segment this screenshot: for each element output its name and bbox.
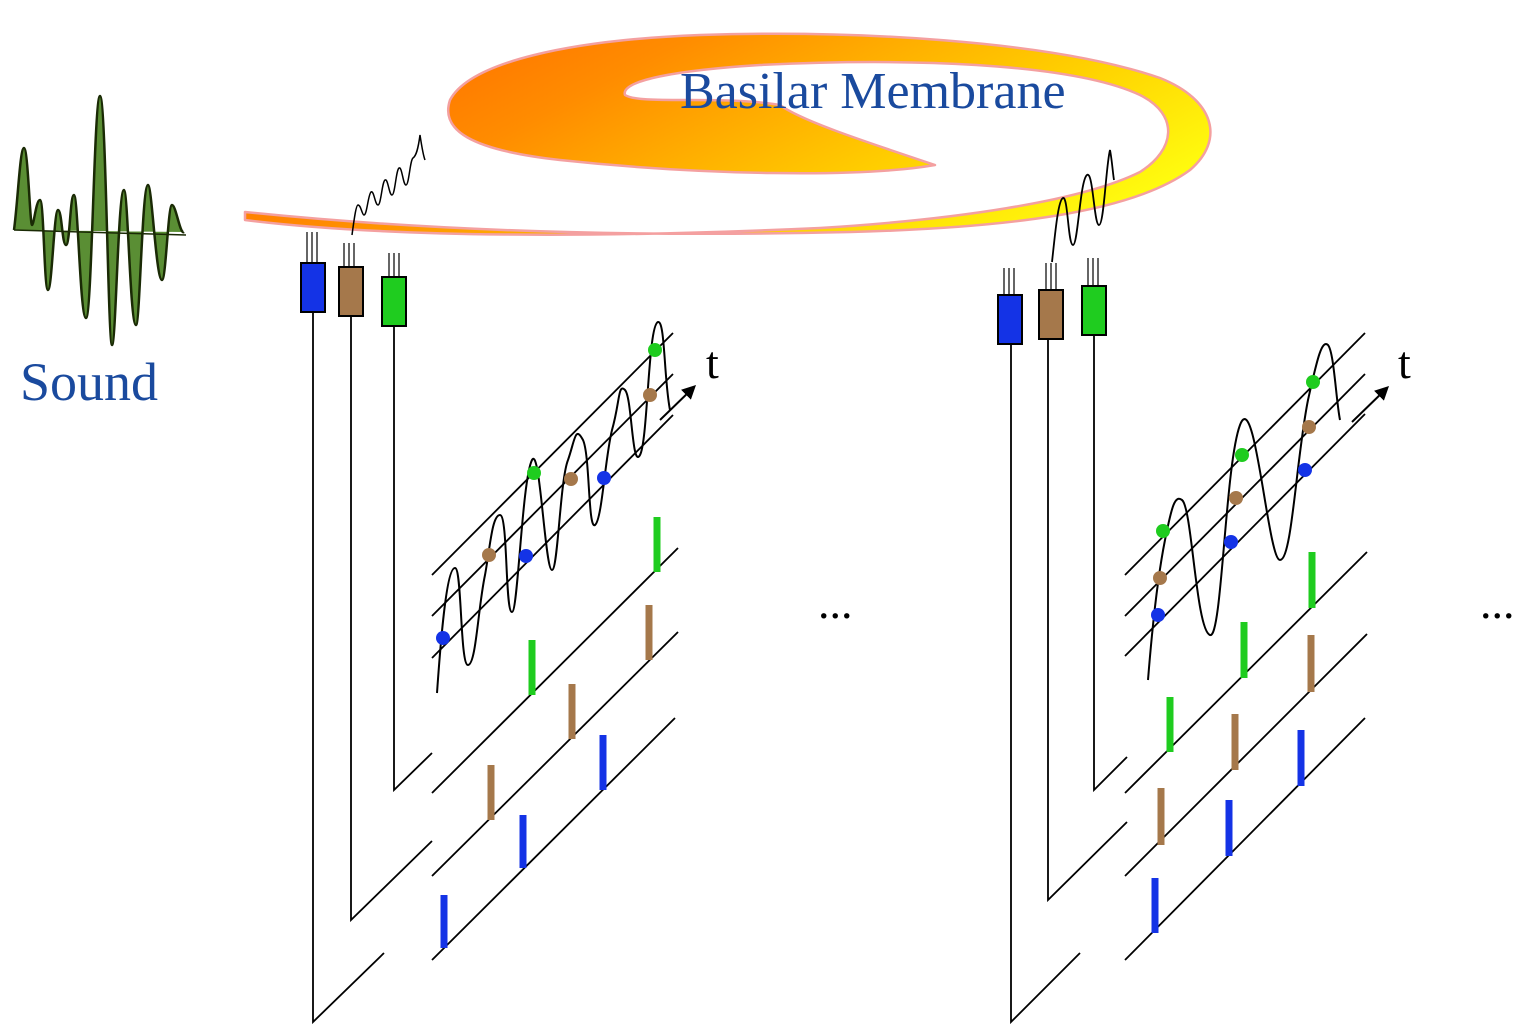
filtered-waveform-left — [436, 320, 671, 694]
hair-cell-green — [381, 276, 407, 327]
hair-cell-brown — [338, 266, 364, 317]
left-channel-group: t — [300, 134, 719, 1025]
right-channel-group: t — [997, 149, 1411, 1025]
hair-cell-blue — [300, 262, 326, 313]
filtered-waveform-right — [1147, 343, 1341, 681]
arrow-icon — [1351, 386, 1390, 423]
basilar-membrane — [243, 32, 1212, 236]
time-label-right: t — [1398, 337, 1411, 388]
arrow-icon — [659, 385, 697, 421]
ellipsis-right: ... — [1480, 577, 1515, 628]
nerve-fiber-brown — [1047, 339, 1128, 903]
nerve-fiber-green — [1093, 335, 1128, 793]
membrane-vibration-right — [1051, 149, 1115, 263]
membrane-vibration-left — [351, 134, 426, 236]
hair-cell-blue — [997, 294, 1023, 345]
membrane-label: Basilar Membrane — [680, 63, 1066, 120]
nerve-fiber-blue — [1010, 344, 1081, 1025]
nerve-fiber-brown — [350, 316, 433, 923]
hair-cell-brown — [1038, 289, 1064, 340]
hair-cell-green — [1081, 285, 1107, 336]
sound-waveform-icon — [12, 94, 187, 347]
sound-label: Sound — [20, 352, 158, 412]
nerve-fiber-green — [393, 326, 433, 793]
nerve-fiber-blue — [312, 312, 385, 1025]
time-label-left: t — [706, 337, 719, 388]
ellipsis-middle: ... — [818, 577, 853, 628]
